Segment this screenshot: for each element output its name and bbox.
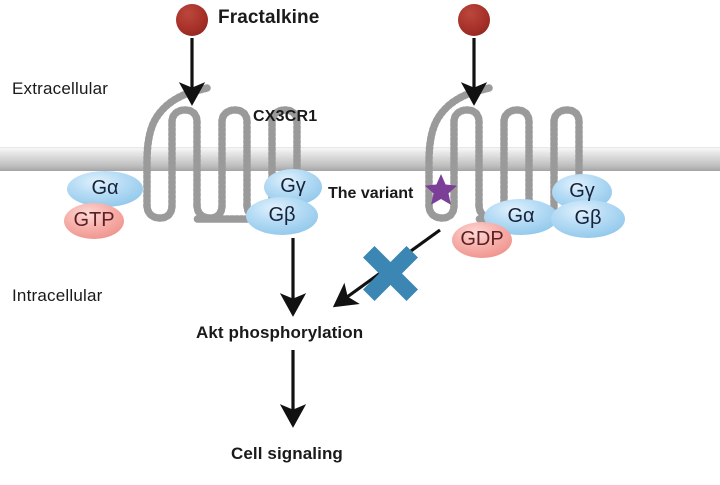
g-alpha-right-graphic [484, 199, 558, 235]
label-akt-phosphorylation: Akt phosphorylation [196, 323, 364, 342]
label-cell-signaling: Cell signaling [231, 444, 343, 463]
g-gamma-left-graphic [264, 169, 322, 205]
g-beta-left-graphic [246, 197, 318, 235]
label-extracellular: Extracellular [12, 79, 109, 98]
ligand-right-graphic [458, 4, 490, 36]
label-intracellular: Intracellular [12, 286, 103, 305]
label-fractalkine: Fractalkine [218, 7, 320, 28]
plasma-membrane [0, 147, 720, 171]
g-alpha-left-graphic [67, 171, 143, 207]
label-the-variant: The variant [328, 185, 414, 202]
variant-star-icon [425, 174, 457, 205]
label-cx3cr1: CX3CR1 [253, 108, 318, 125]
inhibition-x-icon [363, 246, 418, 301]
g-beta-right-graphic [551, 200, 625, 238]
gtp-left-graphic [64, 203, 124, 239]
ligand-left-graphic [176, 4, 208, 36]
gdp-right-graphic [452, 222, 512, 258]
